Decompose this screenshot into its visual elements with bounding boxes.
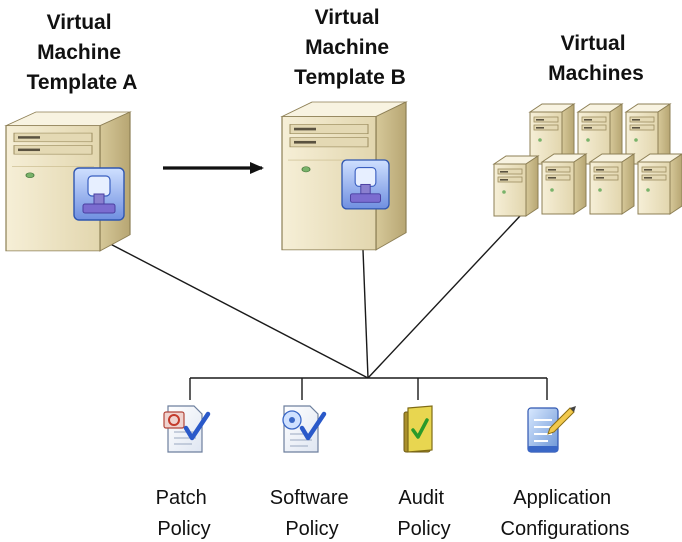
- template-stamp-icon: [73, 167, 125, 221]
- server-icon: [493, 155, 539, 217]
- server-icon: [541, 153, 587, 215]
- template-b-title: Virtual Machine Template B: [294, 6, 406, 89]
- connector-template-b: [362, 249, 369, 379]
- software-policy-label: Software Policy: [270, 487, 355, 540]
- template-a-title: Virtual Machine Template A: [27, 11, 138, 94]
- application-configurations-label: Application Configurations: [501, 487, 630, 540]
- connector-template-a: [94, 235, 369, 379]
- software-policy-icon: [282, 405, 327, 453]
- template-a-node: Virtual Machine Template A: [5, 11, 138, 252]
- server-icon: [637, 153, 682, 215]
- server-icon: [589, 153, 635, 215]
- virtual-machines-title: Virtual Machines: [548, 32, 644, 85]
- patch-policy-label: Patch Policy: [156, 487, 213, 540]
- application-configurations-icon: [527, 406, 576, 453]
- audit-policy-icon: [403, 405, 433, 453]
- connector-lines: [94, 215, 548, 400]
- server-cluster-icon: [493, 103, 682, 217]
- connector-virtual-machines: [367, 215, 521, 379]
- patch-policy-icon: [163, 405, 211, 453]
- template-stamp-icon: [341, 159, 390, 210]
- virtual-machines-node: Virtual Machines: [493, 32, 682, 217]
- audit-policy-label: Audit Policy: [397, 487, 450, 540]
- template-b-node: Virtual Machine Template B: [281, 6, 407, 251]
